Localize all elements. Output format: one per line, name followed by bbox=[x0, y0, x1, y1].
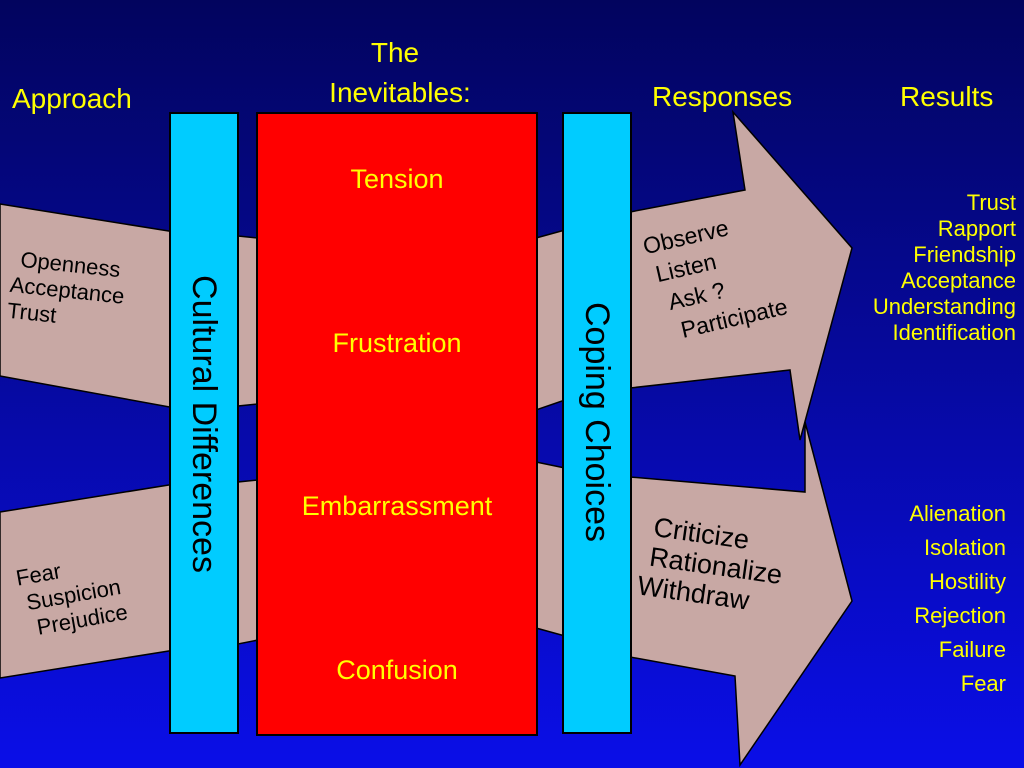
inevitables-header-line2: Inevitables: bbox=[329, 77, 471, 108]
result-positive-item: Acceptance bbox=[901, 268, 1016, 293]
inevitable-embarrassment: Embarrassment bbox=[301, 491, 493, 521]
upper-right-arrow bbox=[629, 109, 853, 441]
cultural-differences-label: Cultural Differences bbox=[185, 275, 223, 573]
result-negative-item: Isolation bbox=[924, 535, 1006, 560]
upper-gap-band bbox=[237, 235, 259, 407]
result-negative-item: Hostility bbox=[928, 569, 1006, 594]
result-negative-item: Alienation bbox=[909, 501, 1006, 526]
result-positive-item: Trust bbox=[966, 190, 1016, 215]
result-positive-item: Rapport bbox=[937, 216, 1016, 241]
lower-mid-band bbox=[535, 461, 566, 637]
approach-header: Approach bbox=[12, 83, 132, 114]
result-negative-item: Fear bbox=[960, 671, 1006, 696]
inevitables-box bbox=[256, 112, 538, 736]
approach-positive-list: Openness Acceptance Trust bbox=[6, 246, 128, 336]
cultural-differences-bar bbox=[169, 112, 239, 734]
responses-negative-list: Criticize Rationalize Withdraw bbox=[636, 512, 788, 620]
lower-right-arrow bbox=[629, 421, 853, 768]
results-header: Results bbox=[900, 81, 994, 112]
inevitable-frustration: Frustration bbox=[332, 328, 462, 358]
result-negative-item: Rejection bbox=[914, 603, 1006, 628]
result-positive-item: Identification bbox=[892, 320, 1016, 345]
coping-choices-label: Coping Choices bbox=[578, 301, 616, 543]
result-positive-item: Friendship bbox=[913, 242, 1016, 267]
responses-header: Responses bbox=[652, 81, 793, 112]
coping-choices-bar bbox=[562, 112, 632, 734]
result-negative-item: Failure bbox=[938, 637, 1006, 662]
upper-mid-band bbox=[535, 229, 566, 412]
result-positive-item: Understanding bbox=[872, 294, 1016, 319]
lower-gap-band bbox=[237, 479, 259, 645]
results-positive-list: Trust Rapport Friendship Acceptance Unde… bbox=[873, 190, 1016, 346]
inevitable-confusion: Confusion bbox=[336, 655, 458, 685]
results-negative-list: Alienation Isolation Hostility Rejection… bbox=[909, 497, 1006, 701]
inevitable-tension: Tension bbox=[350, 164, 444, 194]
inevitables-header-line1: The bbox=[370, 37, 420, 68]
